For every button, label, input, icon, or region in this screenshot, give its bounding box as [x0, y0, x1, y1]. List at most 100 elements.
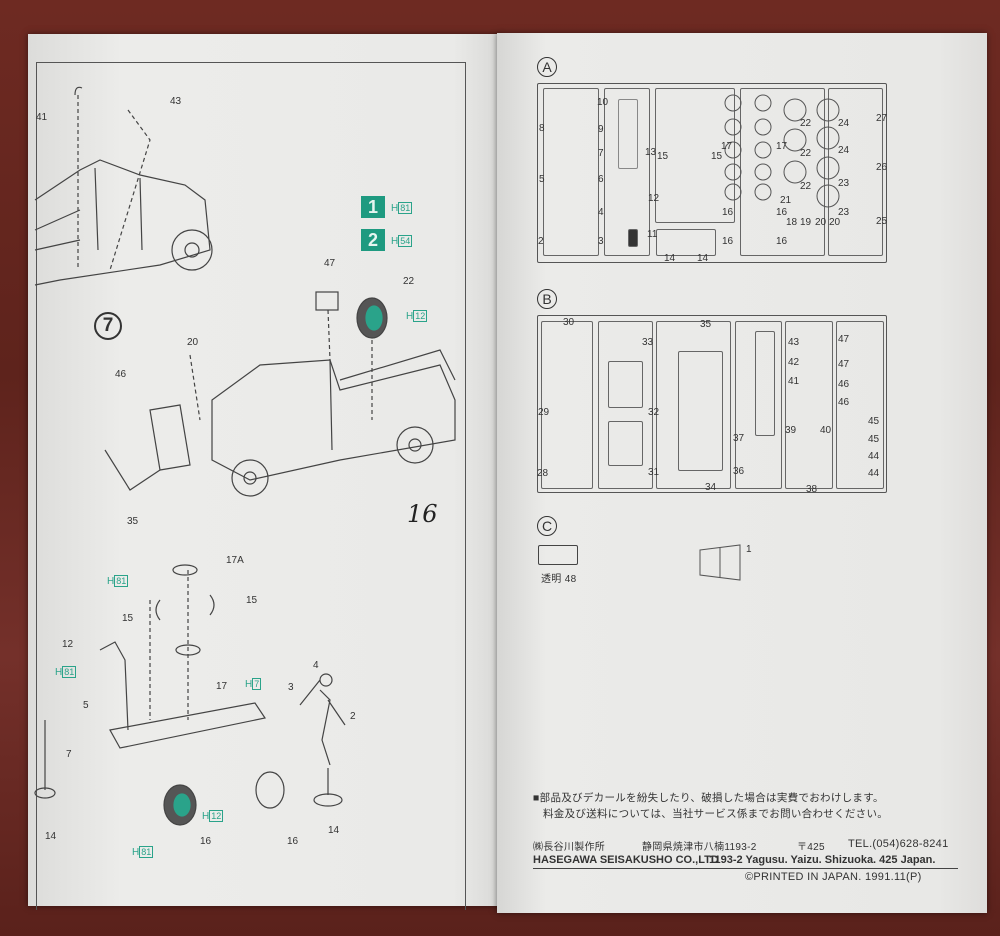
sprue-part-number: 45	[868, 416, 880, 427]
address-jp: 静岡県焼津市八楠1193-2	[642, 842, 757, 853]
sprue-part-number: 22	[800, 148, 812, 159]
sprue-part-number: 35	[700, 319, 712, 330]
sprue-part-number: 15	[711, 151, 723, 162]
clear-part-number: 48	[564, 574, 577, 585]
sprue-part-number: 45	[868, 434, 880, 445]
sprue-part-number: 22	[800, 118, 812, 129]
sprue-part-number: 25	[876, 216, 888, 227]
notice-line-1: ■部品及びデカールを紛失したり、破損した場合は実費でおわけします。	[533, 792, 884, 804]
paint-prefix: H	[391, 203, 399, 214]
paint-prefix: H	[406, 311, 414, 322]
tire-part-icon	[816, 184, 840, 208]
callout-part-5: 5	[83, 700, 89, 711]
sprue-part-number: 42	[788, 357, 800, 368]
sprue-part-number: 38	[806, 484, 818, 495]
callout-part-3: 3	[288, 682, 294, 693]
sprue-part-number: 19	[800, 217, 812, 228]
callout-part-15: 15	[122, 613, 134, 624]
step-number: 7	[94, 312, 122, 340]
tire-part-icon	[816, 98, 840, 122]
callout-part-17: 17	[216, 681, 228, 692]
clear-part-caption: 透明 48	[541, 570, 576, 585]
sprue-part-number: 33	[642, 337, 654, 348]
sprue-part-number: 9	[598, 124, 604, 135]
paint-code: 54	[398, 235, 413, 247]
sprue-part-number: 40	[820, 425, 832, 436]
paint-code: 12	[413, 310, 428, 322]
sprue-part-number: 47	[838, 359, 850, 370]
callout-part-41: 41	[36, 112, 48, 123]
callout-part-46: 46	[115, 369, 127, 380]
sprue-part-number: 12	[648, 193, 660, 204]
left-instruction-page	[28, 34, 500, 906]
sprue-part-number: 17	[776, 141, 788, 152]
sprue-b-label: B	[537, 289, 557, 309]
sprue-part-number: 8	[539, 123, 545, 134]
sprue-part-number: 15	[657, 151, 669, 162]
callout-part-17a: 17A	[226, 555, 244, 566]
callout-part-12: 12	[62, 639, 74, 650]
sprue-part-number: 16	[776, 236, 788, 247]
sprue-part-number: 34	[705, 482, 717, 493]
sprue-part-number: 2	[538, 236, 544, 247]
sprue-part-number: 23	[838, 178, 850, 189]
wheel-part-icon	[724, 163, 742, 181]
paint-code: 12	[209, 810, 224, 822]
sprue-part-number: 14	[697, 253, 709, 264]
sprue-part-number: 24	[838, 118, 850, 129]
paint-prefix: H	[132, 847, 140, 858]
sprue-part-number: 26	[876, 162, 888, 173]
sprue-part-number: 11	[647, 229, 658, 240]
sprue-part-number: 46	[838, 379, 850, 390]
paint-prefix: H	[245, 679, 253, 690]
sprue-part-number: 32	[648, 407, 660, 418]
tire-part-icon	[783, 128, 807, 152]
callout-part-2: 2	[350, 711, 356, 722]
sprue-part-number: 16	[776, 207, 788, 218]
sprue-part-number: 17	[721, 141, 733, 152]
sprue-part-number: 44	[868, 468, 880, 479]
color-badge-2: 2	[361, 229, 385, 251]
paint-code: 81	[398, 202, 413, 214]
sprue-part-number: 27	[876, 113, 888, 124]
wheel-part-icon	[754, 183, 772, 201]
sprue-part-number: 47	[838, 334, 850, 345]
sprue-part-number: 41	[788, 376, 800, 387]
callout-part-22: 22	[403, 276, 415, 287]
sprue-part-number: 18	[786, 217, 798, 228]
sprue-part-number: 37	[733, 433, 745, 444]
printed-notice: ©PRINTED IN JAPAN. 1991.11(P)	[745, 871, 922, 883]
tire-part-icon	[783, 160, 807, 184]
sprue-part-number: 46	[838, 397, 850, 408]
callout-part-7: 7	[66, 749, 72, 760]
sprue-part-number: 29	[538, 407, 550, 418]
paint-prefix: H	[55, 667, 63, 678]
callout-part-4: 4	[313, 660, 319, 671]
right-parts-page	[497, 33, 987, 913]
callout-part-35: 35	[127, 516, 139, 527]
callout-part-16: 16	[200, 836, 212, 847]
tire-part-icon	[816, 126, 840, 150]
sprue-part-number: 13	[645, 147, 657, 158]
sprue-part-number: 43	[788, 337, 800, 348]
paint-code: 7	[252, 678, 262, 690]
sprue-part-number: 4	[598, 207, 604, 218]
sprue-part-number: 10	[597, 97, 609, 108]
sprue-part-number: 22	[800, 181, 812, 192]
callout-part-14: 14	[328, 825, 340, 836]
sprue-part-number: 14	[664, 253, 676, 264]
sprue-part-number: 20	[815, 217, 827, 228]
sprue-c-label: C	[537, 516, 557, 536]
sprue-part-number: 16	[722, 236, 734, 247]
sprue-part-number: 36	[733, 466, 745, 477]
sprue-part-number: 39	[785, 425, 797, 436]
company-name-en: HASEGAWA SEISAKUSHO CO.,LTD	[533, 854, 719, 866]
assembly-drawing	[34, 86, 456, 826]
